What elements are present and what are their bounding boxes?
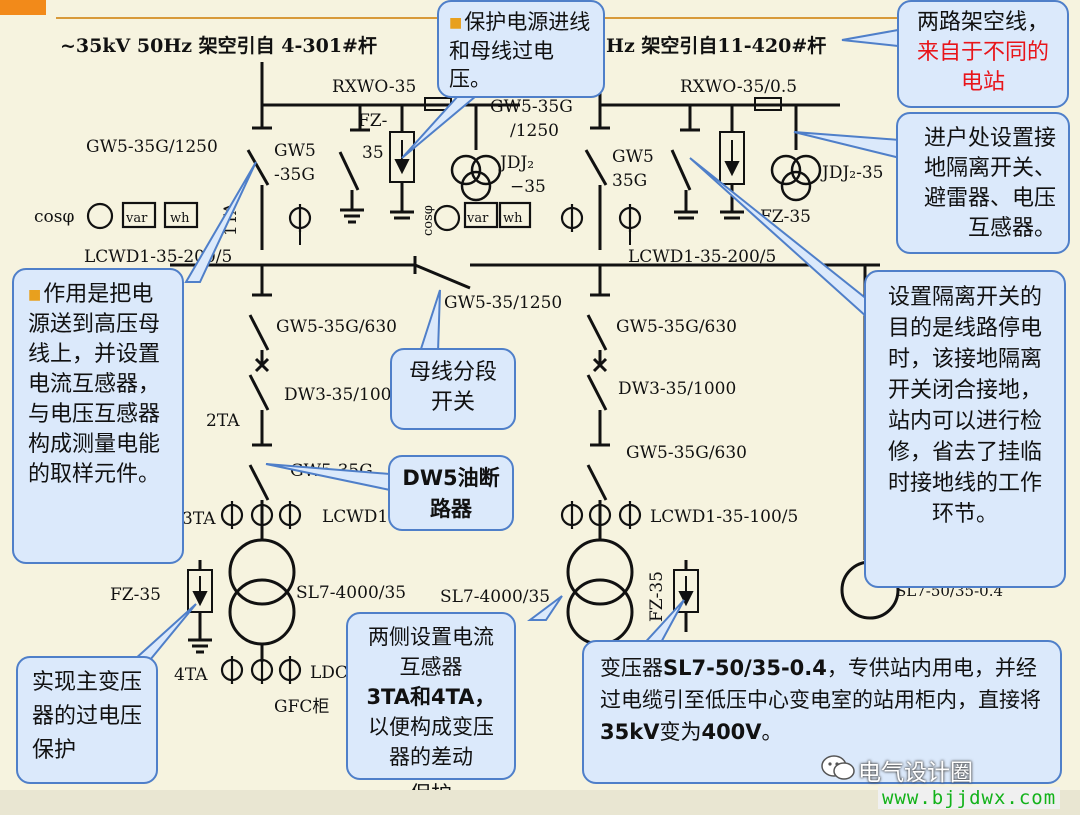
- ct-pointer: [527, 595, 563, 621]
- wh-mid-label: wh: [503, 211, 523, 226]
- rxwo-right-label: RXWO-35/0.5: [680, 77, 797, 97]
- gw5-1250-left-label: GW5-35G/1250: [86, 137, 218, 157]
- callout-role: ■作用是把电源送到高压母线上，并设置电流互感器，与电压互感器构成测量电能的取样元…: [12, 268, 184, 564]
- callout-ct: 两侧设置电流互感器 3TA和4TA， 以便构成变压器的差动: [346, 612, 516, 780]
- gw5-630-left-label: GW5-35G/630: [276, 317, 397, 337]
- callout-dw5-text: DW5油断路器: [402, 466, 500, 521]
- callout-two-lines-text-a: 两路架空线，: [916, 10, 1049, 35]
- fz35-vert-label: FZ-35: [647, 571, 667, 622]
- header-mid: Hz 架空引自11-420#杆: [606, 34, 826, 57]
- callout-overvoltage-text: 实现主变压器的过电压保护: [32, 670, 143, 763]
- callout-ct-text-a: 两侧设置电流互感器: [368, 625, 494, 679]
- callout-protect: ■保护电源进线和母线过电压。: [437, 0, 605, 98]
- callout-dw5: DW5油断路器: [388, 455, 514, 531]
- wh-left-label: wh: [170, 211, 190, 226]
- var-mid-label: var: [466, 211, 489, 226]
- callout-ct-text-c: 以便构成变压器的差动: [368, 715, 494, 769]
- gw5-mid-label-b: /1250: [510, 121, 559, 141]
- fz-left-label-b: 35: [362, 143, 384, 163]
- dw3-right-label: DW3-35/1000: [618, 379, 736, 399]
- callout-transformer-text-g: 。: [761, 720, 783, 744]
- fz-left-label-a: FZ-: [358, 111, 387, 131]
- sl7-left-label: SL7-4000/35: [296, 583, 406, 603]
- cos-left-label: cosφ: [34, 207, 74, 227]
- gw5-right-label-b: 35G: [612, 171, 647, 191]
- gw5-630-right2-label: GW5-35G/630: [626, 443, 747, 463]
- header-left: ~35kV 50Hz 架空引自 4-301#杆: [60, 34, 377, 57]
- callout-transformer: 变压器SL7-50/35-0.4，专供站内用电，并经过电缆引至低压中心变电室的站…: [582, 640, 1062, 784]
- dw3-left-label: DW3-35/1000: [284, 385, 402, 405]
- var-left-label: var: [125, 211, 148, 226]
- callout-transformer-text-a: 变压器: [600, 656, 663, 680]
- callout-transformer-text-c: ，专供站内用电，并经过电缆引至低压中心变电室的站用柜内，直接将: [600, 656, 1041, 712]
- callout-overvoltage: 实现主变压器的过电压保护: [16, 656, 158, 784]
- callout-protect-text: 保护电源进线和母线过电压。: [449, 10, 591, 91]
- ta4-label: 4TA: [174, 665, 208, 685]
- ta2-label: 2TA: [206, 411, 240, 431]
- gw5-mid-label-a: GW5-35G: [490, 97, 573, 117]
- bus-switch-pointer: [418, 289, 441, 353]
- jdj-left-label-b: −35: [510, 177, 546, 197]
- callout-bus-switch-text: 母线分段开关: [408, 360, 497, 415]
- callout-transformer-model: SL7-50/35-0.4: [663, 656, 827, 680]
- callout-entrance-text: 进户处设置接地隔离开关、避雷器、电压互感器。: [923, 126, 1056, 241]
- overvoltage-pointer: [131, 603, 197, 661]
- callout-ct-text-b: 3TA和4TA，: [366, 685, 496, 709]
- gfc-label: GFC柜: [274, 697, 329, 717]
- role-pointer: [184, 161, 257, 283]
- callout-bus-switch: 母线分段开关: [390, 348, 516, 430]
- cos-mid-label: cosφ: [421, 205, 436, 236]
- gw5-bus-label: GW5-35/1250: [444, 293, 562, 313]
- fz35-lower-label: FZ-35: [110, 585, 161, 605]
- watermark-url[interactable]: www.bjjdwx.com: [878, 787, 1061, 809]
- jdj-right-label: JDJ₂-35: [820, 163, 883, 183]
- callout-two-lines-text-b: 来自于不同的电站: [916, 40, 1049, 95]
- two-lines-pointer: [841, 28, 899, 48]
- jdj-left-label-a: JDJ₂: [498, 153, 534, 173]
- gw5-left-label-a: GW5: [274, 141, 316, 161]
- gw5-right-label-a: GW5: [612, 147, 654, 167]
- lcwd-left-label: LCWD1-35-200/5: [84, 247, 232, 267]
- ldc-label: LDC: [310, 663, 348, 683]
- bullet-icon: ■: [28, 287, 42, 303]
- watermark-name: 电气设计圈: [858, 760, 973, 786]
- lcwd-lower-right-label: LCWD1-35-100/5: [650, 507, 798, 527]
- callout-transformer-text-e: 变为: [659, 720, 702, 744]
- callout-two-lines: 两路架空线， 来自于不同的电站: [897, 0, 1069, 108]
- callout-isolation-text: 设置隔离开关的目的是线路停电时，该接地隔离开关闭合接地，站内可以进行检修，省去了…: [887, 285, 1042, 527]
- callout-transformer-v: 400V: [701, 720, 762, 744]
- callout-entrance: 进户处设置接地隔离开关、避雷器、电压互感器。: [896, 112, 1070, 254]
- lcwd-right-label: LCWD1-35-200/5: [628, 247, 776, 267]
- bullet-icon: ■: [449, 15, 463, 31]
- gw5-left-label-b: -35G: [274, 165, 315, 185]
- callout-transformer-kv: 35kV: [600, 720, 660, 744]
- ta3-label: 3TA: [182, 509, 216, 529]
- wechat-icon: [821, 755, 855, 780]
- callout-isolation: 设置隔离开关的目的是线路停电时，该接地隔离开关闭合接地，站内可以进行检修，省去了…: [864, 270, 1066, 588]
- corner-accent: [0, 0, 46, 15]
- fz-right-label: FZ-35: [760, 207, 811, 227]
- sl7-right-label: SL7-4000/35: [440, 587, 550, 607]
- callout-role-text: 作用是把电源送到高压母线上，并设置电流互感器，与电压互感器构成测量电能的取样元件…: [28, 282, 161, 487]
- entrance-pointer: [793, 131, 901, 160]
- rxwo-left-label: RXWO-35: [332, 77, 416, 97]
- gw5-630-right-label: GW5-35G/630: [616, 317, 737, 337]
